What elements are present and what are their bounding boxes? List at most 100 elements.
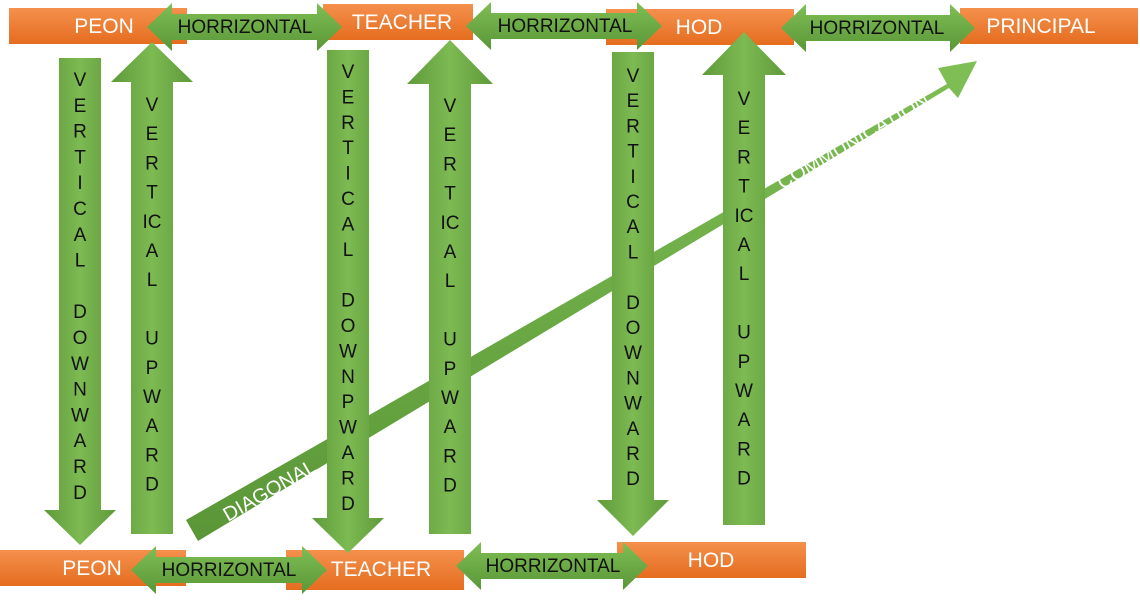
vertical-label-letter: U: [443, 330, 457, 351]
vertical-label-letter: N: [341, 367, 355, 388]
top-horizontal-arrow-3-label: HORRIZONTAL: [810, 18, 945, 39]
vertical-label-letter: E: [146, 124, 159, 145]
vertical-label-letter: C: [73, 199, 87, 220]
vertical-label-letter: L: [75, 251, 86, 272]
vertical-label-letter: IC: [441, 213, 460, 234]
vertical-label-letter: W: [441, 388, 459, 409]
top-box-hod-label: HOD: [676, 16, 723, 39]
vertical-label-letter: W: [624, 343, 642, 364]
top-box-teacher: TEACHER: [323, 4, 473, 40]
vertical-label-letter: A: [146, 241, 159, 262]
top-box-teacher-label: TEACHER: [352, 11, 452, 34]
vertical-label-letter: I: [77, 173, 82, 194]
vertical-label-letter: P: [444, 359, 457, 380]
vertical-label-letter: R: [443, 154, 457, 175]
vertical-label-letter: R: [73, 457, 87, 478]
diagonal-arrow-start-label: DIAGONAL: [220, 456, 321, 527]
vertical-label-letter: A: [74, 225, 87, 246]
vertical-label-letter: I: [345, 164, 350, 185]
vertical-label-letter: V: [627, 66, 640, 87]
vertical-label-letter: A: [342, 443, 355, 464]
vertical-label-letter: W: [71, 354, 89, 375]
vertical-label-letter: O: [73, 328, 88, 349]
vertical-label-letter: E: [342, 87, 355, 108]
vertical-label-letter: R: [737, 147, 751, 168]
vertical-label-letter: V: [342, 62, 355, 83]
vertical-label-letter: R: [341, 113, 355, 134]
vertical-label-letter: L: [147, 270, 158, 291]
vertical-label-letter: O: [341, 316, 356, 337]
vertical-label-letter: W: [735, 381, 753, 402]
vertical-label-letter: T: [74, 147, 86, 168]
vertical-label-letter: W: [624, 394, 642, 415]
vertical-label-letter: D: [737, 469, 751, 490]
vertical-label-letter: T: [342, 138, 354, 159]
vertical-label-letter: T: [627, 142, 639, 163]
vertical-label-letter: D: [341, 291, 355, 312]
top-horizontal-arrow-3: HORRIZONTAL: [781, 4, 975, 52]
top-horizontal-arrow-2-label: HORRIZONTAL: [498, 16, 633, 37]
vertical-label-letter: W: [71, 405, 89, 426]
vertical-label-letter: D: [443, 476, 457, 497]
vertical-label-letter: A: [738, 235, 751, 256]
vertical-label-letter: E: [74, 96, 87, 117]
vertical-label-letter: V: [146, 95, 159, 116]
vertical-label-letter: D: [341, 494, 355, 515]
vertical-label-letter: V: [444, 96, 457, 117]
vertical-label-letter: A: [342, 214, 355, 235]
top-horizontal-arrow-1-label: HORRIZONTAL: [178, 17, 313, 38]
bottom-box-teacher-label: TEACHER: [331, 558, 431, 581]
vertical-label-letter: L: [445, 271, 456, 292]
vertical-label-letter: N: [73, 380, 87, 401]
bottom-horizontal-arrow-1-label: HORRIZONTAL: [162, 560, 297, 581]
vertical-label-letter: A: [627, 217, 640, 238]
vertical-label-letter: A: [738, 410, 751, 431]
vertical-label-letter: D: [73, 302, 87, 323]
vertical-label-letter: E: [627, 91, 640, 112]
vertical-label-letter: R: [737, 439, 751, 460]
bottom-box-hod: HOD: [617, 542, 806, 578]
vertical-label-letter: E: [738, 118, 751, 139]
vertical-label-letter: D: [145, 475, 159, 496]
top-horizontal-arrow-2: HORRIZONTAL: [466, 2, 662, 50]
vertical-label-letter: D: [626, 469, 640, 490]
vertical-label-letter: R: [145, 153, 159, 174]
vertical-label-letter: A: [627, 419, 640, 440]
bottom-box-hod-label: HOD: [688, 549, 735, 572]
vertical-label-letter: V: [74, 70, 87, 91]
vertical-label-letter: C: [626, 192, 640, 213]
vertical-label-letter: T: [444, 184, 456, 205]
vertical-label-letter: W: [339, 418, 357, 439]
vertical-label-letter: P: [738, 352, 751, 373]
vertical-label-letter: W: [339, 341, 357, 362]
vertical-label-letter: E: [444, 125, 457, 146]
bottom-box-peon-label: PEON: [62, 557, 122, 580]
vertical-label-letter: IC: [143, 212, 162, 233]
vertical-label-letter: P: [146, 358, 159, 379]
vertical-label-letter: P: [342, 392, 355, 413]
vertical-label-letter: R: [341, 468, 355, 489]
bottom-horizontal-arrow-1: HORRIZONTAL: [131, 546, 327, 594]
vertical-label-letter: R: [443, 446, 457, 467]
vertical-label-letter: A: [74, 431, 87, 452]
vertical-label-letter: L: [739, 264, 750, 285]
vertical-label-letter: T: [738, 177, 750, 198]
vertical-label-letter: O: [626, 318, 641, 339]
vertical-label-letter: D: [73, 483, 87, 504]
vertical-label-letter: A: [444, 242, 457, 263]
vertical-label-letter: V: [738, 89, 751, 110]
vertical-label-letter: W: [143, 387, 161, 408]
vertical-label-letter: N: [626, 368, 640, 389]
bottom-horizontal-arrow-2-label: HORRIZONTAL: [486, 556, 621, 577]
